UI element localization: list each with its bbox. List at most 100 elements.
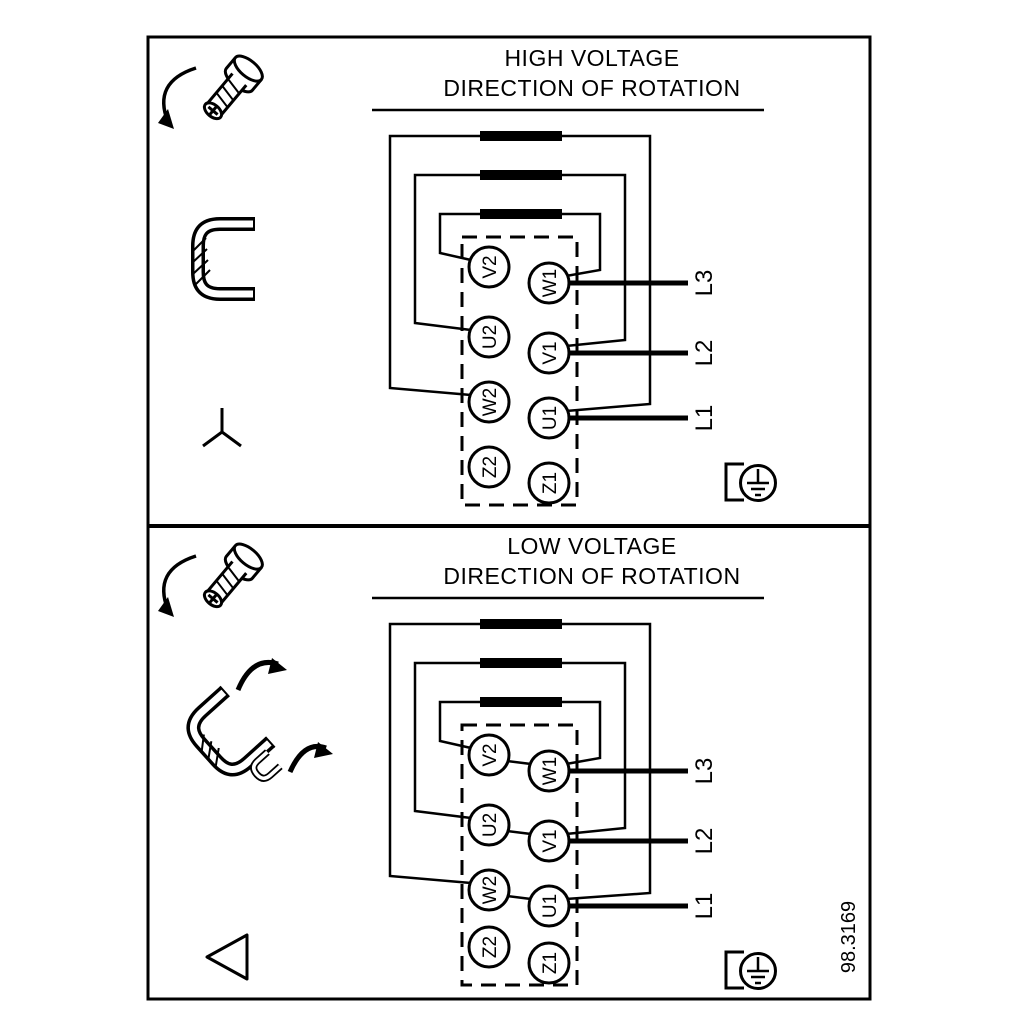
jumper-wire [413,173,481,332]
high-voltage-panel: HIGH VOLTAGE DIRECTION OF ROTATION [158,45,777,507]
terminal-z2 [467,925,511,969]
terminal-v1 [527,819,571,863]
jumper-wire [561,622,652,901]
bracket-channel [194,220,254,298]
terminal-label: W2 [480,876,501,905]
terminal-label: U1 [540,894,561,918]
figure-number: 98.3169 [838,901,860,973]
terminal-w1 [527,749,571,793]
terminal-z2 [467,445,511,489]
supply-label-l3: L3 [691,270,718,297]
supply-label-l2: L2 [691,340,718,367]
tilted-bracket [186,685,276,777]
terminal-u2 [467,315,511,359]
terminal-z1 [527,941,571,985]
jumper-wire [561,212,602,278]
jumper-move-icon [186,658,333,782]
outer-border [146,35,872,1001]
panel-title-line1: HIGH VOLTAGE [504,45,679,71]
terminal-label: W1 [540,757,561,786]
supply-label-l3: L3 [691,758,718,785]
terminal-label: V2 [480,255,501,278]
jumper-wire [388,622,481,885]
phillips-cross-icon [207,593,219,604]
supply-label-l2: L2 [691,828,718,855]
screw-thread-hatch [215,566,240,596]
jumper-wire [561,700,602,766]
phillips-cross-icon [207,105,219,116]
terminal-label: Z1 [540,952,561,974]
move-arrow-head [268,658,287,674]
rotation-arrow-head [158,597,174,617]
star-symbol-icon [202,408,242,448]
terminal-v2 [467,245,511,289]
rotation-arrow-head [158,109,174,129]
jumper-wire [438,700,481,750]
terminal-z1 [527,461,571,505]
terminal-v2 [467,733,511,777]
screw-body [202,542,264,609]
terminal-u1 [527,396,571,440]
terminal-u1 [527,884,571,928]
bracket-outline [191,217,254,301]
terminal-box-border [460,723,579,987]
terminal-label: Z1 [540,472,561,494]
jumper-wire [561,173,627,348]
delta-symbol-icon [205,933,249,981]
terminal-label: U2 [480,325,501,349]
jumper-wire [561,134,652,413]
jumper-bar [480,697,562,707]
jumper-bar [480,209,562,219]
ground-clamp [724,462,744,502]
ground-icon [724,462,777,502]
jumper-wire [438,212,481,262]
bracket-end-caps [219,685,276,749]
terminal-label: V2 [480,743,501,766]
panel-title-line1: LOW VOLTAGE [507,533,677,559]
terminal-box: V2 U2 W2 Z2 W1 V1 U1 Z1 L3 L2 L1 [388,619,718,987]
jumper-wire [388,134,481,397]
terminal-u2 [467,803,511,847]
jumper-bar [480,658,562,668]
terminal-v1 [527,331,571,375]
jumper-wire [561,661,627,836]
terminal-w2 [467,380,511,424]
delta-link-wires [506,759,532,901]
supply-label-l1: L1 [691,893,718,920]
screw-head-top [232,54,264,83]
jumper-bar [480,131,562,141]
low-voltage-panel: LOW VOLTAGE DIRECTION OF ROTATION [158,533,777,990]
bracket-hatch [200,734,220,768]
terminal-label: U2 [480,813,501,837]
small-bracket-channel [251,750,282,781]
panel-title-line2: DIRECTION OF ROTATION [443,75,740,101]
terminal-label: Z2 [480,936,501,958]
earth-glyph [747,957,769,985]
screw-icon [158,542,264,617]
earth-glyph [747,469,769,497]
screw-thread-hatch [215,78,240,108]
delta-symbol [205,933,249,981]
screw-icon [158,54,264,129]
terminal-label: V1 [540,829,561,852]
screw-body [202,54,264,121]
terminal-box-border [460,235,579,507]
terminal-label: U1 [540,406,561,430]
jumper-bar [480,619,562,629]
jumper-bar [480,170,562,180]
ground-clamp [724,950,744,990]
bracket-hatch [191,237,211,285]
panel-title-line2: DIRECTION OF ROTATION [443,563,740,589]
terminal-label: Z2 [480,456,501,478]
terminal-w1 [527,261,571,305]
terminal-w2 [467,868,511,912]
ground-icon [724,950,777,990]
supply-label-l1: L1 [691,405,718,432]
terminal-label: W2 [480,388,501,417]
small-jumper-piece [250,749,283,782]
terminal-label: W1 [540,269,561,298]
move-arrow-head [314,742,333,758]
star-symbol [202,408,242,448]
